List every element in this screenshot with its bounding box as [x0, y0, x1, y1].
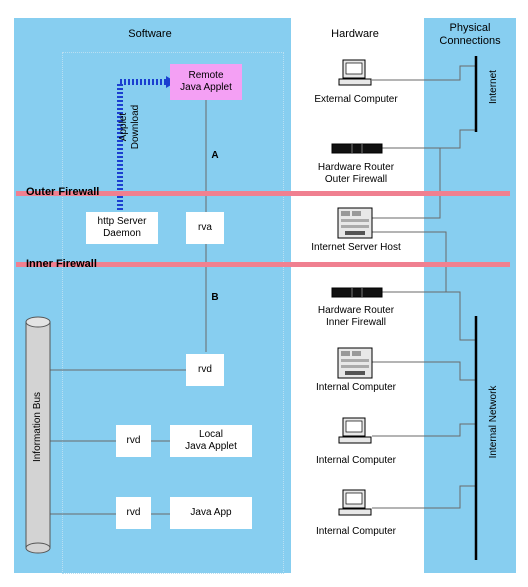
- router-icon: [331, 143, 383, 154]
- information-bus-label: Information Bus: [32, 391, 43, 463]
- software-header: Software: [128, 28, 172, 40]
- bus-rvd-link: [37, 369, 186, 372]
- internal-computer-1-label: Internal Computer: [315, 382, 397, 393]
- rvd-box: rvd: [186, 354, 224, 386]
- rva-box: rva: [186, 212, 224, 244]
- hardware-header: Hardware: [331, 28, 379, 40]
- internet-server-label: Internet Server Host: [311, 242, 401, 253]
- rvd-app-box: rvd: [116, 497, 151, 529]
- external-computer-label: External Computer: [314, 94, 398, 105]
- router-outer-link-up: [382, 129, 476, 149]
- desktop-computer-icon: [338, 59, 372, 86]
- internal-2-link: [372, 423, 476, 437]
- link-a-label: A: [211, 150, 219, 161]
- physical-header: Physical Connections: [439, 22, 501, 47]
- local-java-applet-box: Local Java Applet: [170, 425, 252, 457]
- info-bus-top: [25, 316, 51, 328]
- internal-computer-3-label: Internal Computer: [315, 526, 397, 537]
- applet-download-path: [117, 79, 166, 210]
- inner-firewall-bar: [16, 262, 510, 267]
- http-server-daemon-box: http Server Daemon: [86, 212, 158, 244]
- internal-network-label: Internal Network: [488, 385, 499, 459]
- info-bus-bottom: [25, 542, 51, 554]
- outer-firewall-bar: [16, 191, 510, 196]
- applet-region: [62, 52, 284, 574]
- router-outer-link-server: [372, 147, 441, 219]
- inner-firewall-label: Inner Firewall: [26, 258, 97, 270]
- software-panel: [14, 18, 291, 573]
- server-icon: [337, 207, 373, 239]
- desktop-computer-icon: [338, 417, 372, 444]
- java-app-box: Java App: [170, 497, 252, 529]
- internal-3-link: [372, 485, 476, 509]
- router-inner-label: Hardware Router Inner Firewall: [317, 305, 395, 328]
- link-b-label: B: [211, 292, 219, 303]
- router-outer-label: Hardware Router Outer Firewall: [317, 162, 395, 185]
- rvd-local-box: rvd: [116, 425, 151, 457]
- remote-java-applet-box: Remote Java Applet: [170, 64, 242, 100]
- ext-computer-link: [372, 65, 476, 81]
- internal-computer-2-label: Internal Computer: [315, 455, 397, 466]
- outer-firewall-label: Outer Firewall: [26, 186, 100, 198]
- router-icon: [331, 287, 383, 298]
- physical-panel: [424, 18, 516, 573]
- server-icon: [337, 347, 373, 379]
- desktop-computer-icon: [338, 489, 372, 516]
- internal-1-link: [372, 361, 476, 381]
- info-bus-body: [25, 321, 51, 549]
- applet-download-label: Applet Download: [118, 104, 141, 150]
- internet-label: Internet: [488, 70, 499, 104]
- router-inner-network-link: [382, 291, 476, 341]
